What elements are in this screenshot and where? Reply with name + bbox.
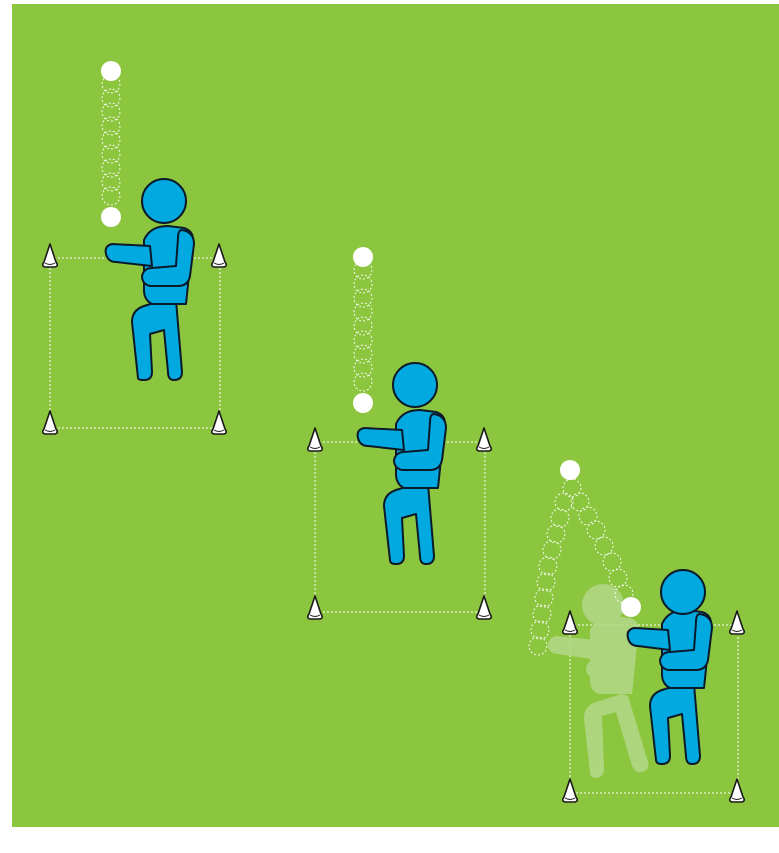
ball-icon: [101, 207, 121, 227]
ball-icon: [101, 61, 121, 81]
ball-icon: [353, 247, 373, 267]
ball-icon: [560, 460, 580, 480]
ball-icon: [353, 393, 373, 413]
ball-icon: [621, 597, 641, 617]
